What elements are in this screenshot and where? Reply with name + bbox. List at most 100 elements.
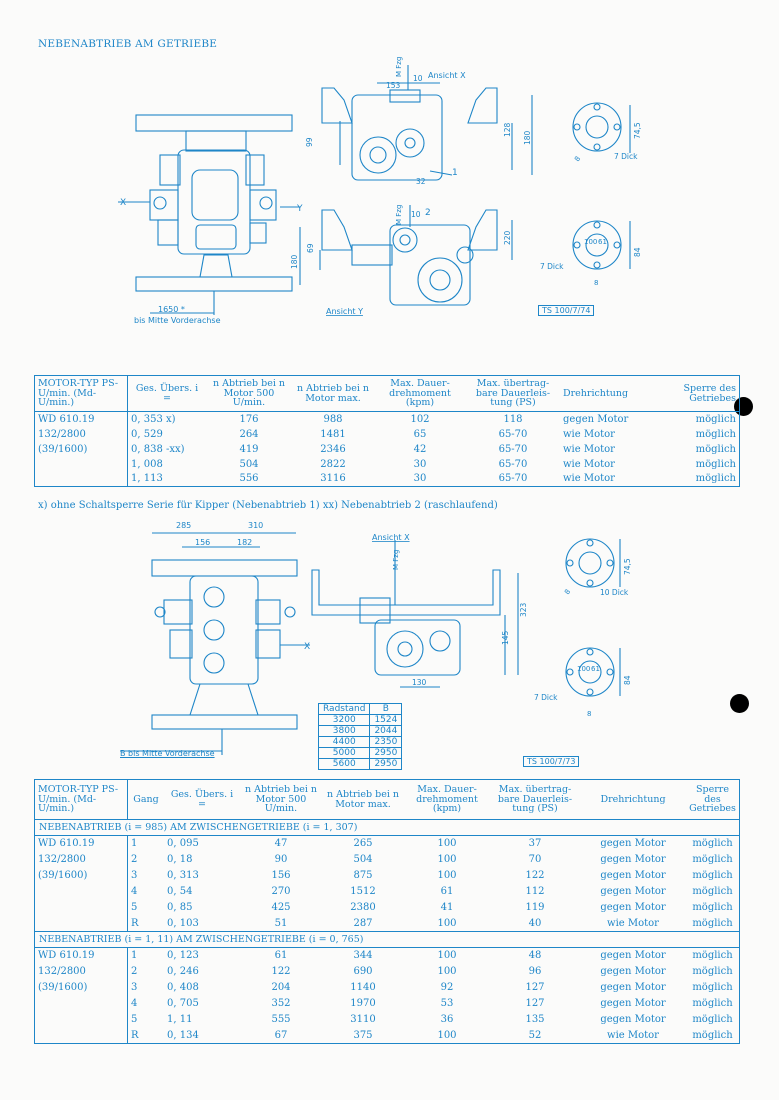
frame-right-x bbox=[467, 87, 498, 124]
t1-header-power: Max. übertrag- bare Dauerleis- tung (PS) bbox=[475, 378, 551, 409]
t1-header-nmax: n Abtrieb bei n Motor max. bbox=[296, 383, 370, 404]
mfzg-label-3: M Fzg bbox=[392, 550, 400, 570]
t2-header-gear: Gang bbox=[133, 793, 159, 805]
axis-y-label: Y bbox=[296, 204, 303, 214]
dim-180b: 180 bbox=[290, 254, 299, 269]
dim-310: 310 bbox=[248, 521, 263, 530]
dim-128: 128 bbox=[503, 122, 512, 137]
dim-99: 99 bbox=[305, 137, 314, 147]
t1-header-torque: Max. Dauer- drehmoment (kpm) bbox=[389, 378, 451, 409]
frame-bar-2 bbox=[151, 559, 298, 577]
t1-header-rotation: Drehrichtung bbox=[563, 387, 629, 399]
mfzg-label-2: M Fzg bbox=[395, 205, 403, 225]
frame-right-y bbox=[467, 209, 498, 251]
table-power-takeoff-1: MOTOR-TYP PS-U/min. (Md-U/min.) Ges. Übe… bbox=[34, 375, 740, 487]
dim-bis-mitte: bis Mitte Vorderachse bbox=[134, 316, 221, 325]
dim-130: 130 bbox=[412, 678, 427, 687]
flange-2 bbox=[572, 220, 622, 270]
flange1-dim-8: 8 bbox=[573, 155, 582, 163]
page-title: NEBENABTRIEB AM GETRIEBE bbox=[38, 38, 218, 50]
flange4-dim-84: 84 bbox=[623, 675, 632, 685]
flange-1 bbox=[572, 102, 622, 152]
flange2-dick: 7 Dick bbox=[540, 262, 564, 271]
dim-323: 323 bbox=[519, 602, 528, 617]
drawing-stamp-2: TS 100/7/73 bbox=[523, 756, 580, 767]
flange-3 bbox=[565, 538, 615, 588]
output-flange bbox=[199, 254, 233, 278]
dim-10b: 10 bbox=[411, 210, 421, 219]
frame-left-x bbox=[321, 87, 353, 124]
frame-bar-2-bottom bbox=[151, 714, 298, 730]
footnote: x) ohne Schaltsperre Serie für Kipper (N… bbox=[38, 500, 498, 511]
section-2-title: NEBENABTRIEB (i = 1, 11) AM ZWISCHENGETR… bbox=[39, 934, 364, 945]
flange1-dick: 7 Dick bbox=[614, 152, 638, 161]
flange2-dim-84: 84 bbox=[633, 247, 642, 257]
dim-182: 182 bbox=[237, 538, 252, 547]
t1-header-lock: Sperre des Getriebes bbox=[683, 383, 736, 404]
flange1-dim-745: 74,5 bbox=[633, 122, 642, 139]
t2-header-n500: n Abtrieb bei n Motor 500 U/min. bbox=[244, 784, 318, 815]
ansicht-y-label: Ansicht Y bbox=[326, 307, 363, 316]
flange4-dim-100: 100 bbox=[577, 665, 590, 673]
punch-hole-1 bbox=[734, 397, 753, 416]
dim-b-bis-mitte: B bis Mitte Vorderachse bbox=[120, 749, 215, 758]
flange2-dim-61: 61 bbox=[598, 238, 607, 246]
t1-header-ratio: Ges. Übers. i = bbox=[135, 383, 199, 404]
flange4-dick: 7 Dick bbox=[534, 693, 558, 702]
frame-channel-2 bbox=[311, 569, 501, 616]
dim-69: 69 bbox=[306, 243, 315, 253]
section-1-title: NEBENABTRIEB (i = 985) AM ZWISCHENGETRIE… bbox=[39, 822, 358, 833]
callout-1: 1 bbox=[452, 168, 458, 178]
axis-x-label-2: X bbox=[304, 642, 310, 652]
gearbox-x bbox=[351, 94, 443, 181]
dim-10a: 10 bbox=[413, 74, 423, 83]
dim-180a: 180 bbox=[523, 130, 532, 145]
t2-header-torque: Max. Dauer- drehmoment (kpm) bbox=[416, 784, 478, 815]
flange2-dim-100: 100 bbox=[584, 238, 597, 246]
flange3-dim-745: 74,5 bbox=[623, 558, 632, 575]
t2-header-nmax: n Abtrieb bei n Motor max. bbox=[326, 789, 400, 810]
dim-32: 32 bbox=[416, 177, 426, 186]
punch-hole-2 bbox=[730, 694, 749, 713]
flange4-dim-61: 61 bbox=[591, 665, 600, 673]
dim-145: 145 bbox=[501, 630, 510, 645]
callout-2: 2 bbox=[425, 208, 431, 218]
dim-285: 285 bbox=[176, 521, 191, 530]
flange2-dim-8: 8 bbox=[594, 279, 598, 287]
frame-bar bbox=[135, 114, 293, 132]
mfzg-label-1: M Fzg bbox=[395, 57, 403, 77]
drawing-stamp-1: TS 100/7/74 bbox=[538, 305, 595, 316]
ansicht-x-label-2: Ansicht X bbox=[372, 533, 410, 542]
t1-header-motor: MOTOR-TYP PS-U/min. (Md-U/min.) bbox=[34, 375, 128, 412]
dim-156: 156 bbox=[195, 538, 210, 547]
t2-header-motor: MOTOR-TYP PS-U/min. (Md-U/min.) bbox=[34, 779, 128, 820]
ansicht-x-label: Ansicht X bbox=[428, 71, 466, 80]
gearbox-body bbox=[177, 149, 251, 255]
frame-left-y bbox=[321, 209, 353, 251]
flange4-dim-8: 8 bbox=[587, 710, 591, 718]
flange-4 bbox=[565, 647, 615, 697]
dim-153: 153 bbox=[386, 81, 401, 90]
table-power-takeoff-2: MOTOR-TYP PS-U/min. (Md-U/min.) Gang Ges… bbox=[34, 779, 740, 1044]
b-header: B bbox=[369, 703, 403, 715]
